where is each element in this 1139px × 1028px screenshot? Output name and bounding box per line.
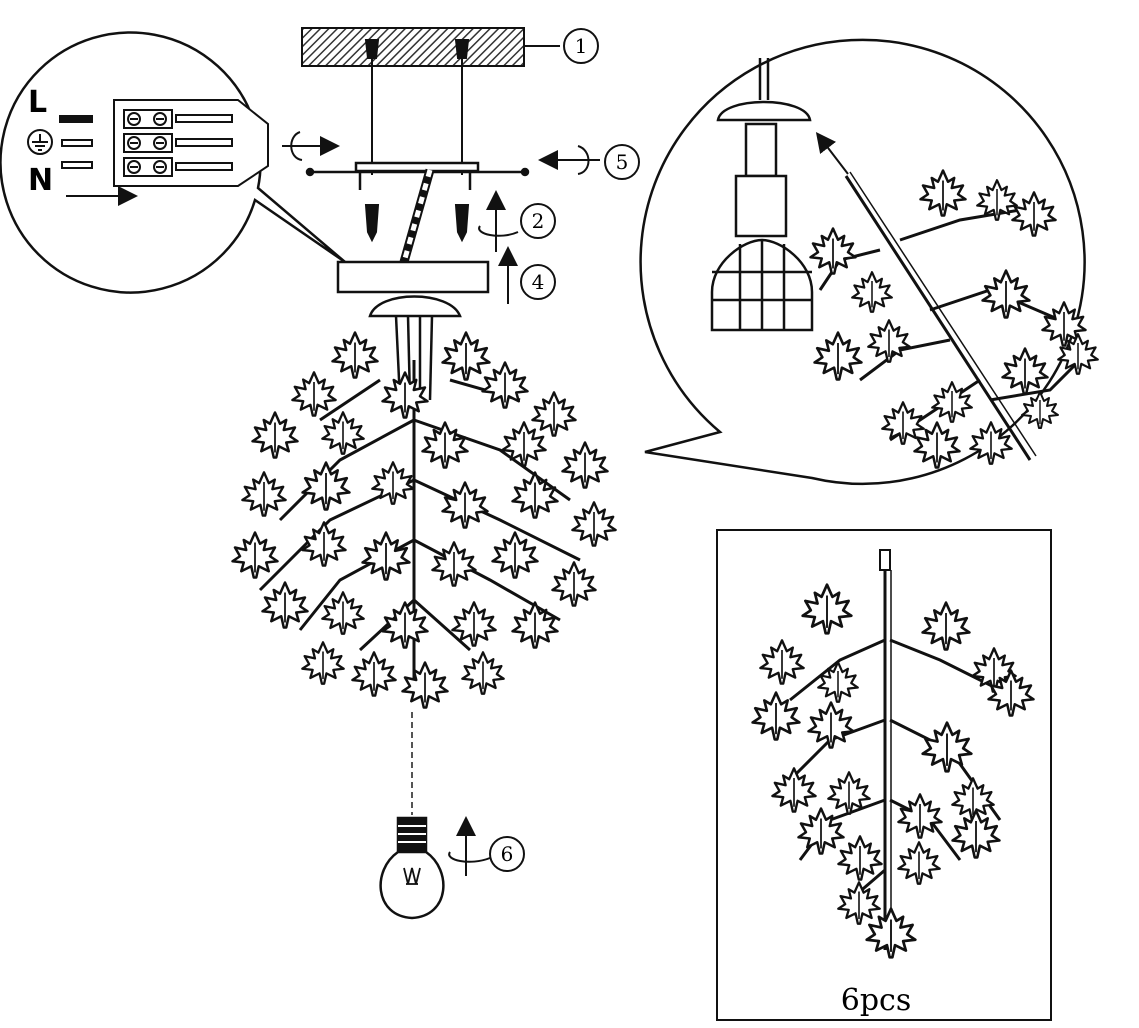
bracket-screws [364,204,470,243]
inset-caption: 6pcs [841,983,912,1018]
mounting-bracket [305,161,530,190]
power-cable [399,168,435,264]
svg-text:6: 6 [501,842,514,866]
branch-inset-panel: 6pcs [716,529,1052,1021]
rotate-arrow-step5 [538,145,600,175]
rotate-arrow-step2 [478,190,519,252]
step-badge-6: 6 [489,836,525,872]
terminal-block [113,99,269,187]
step-badge-2: 2 [520,203,556,239]
assembled-leaf-chandelier [231,331,617,709]
anchor-screws [364,39,470,175]
step-badge-1: 1 [563,28,599,64]
single-branch [788,549,1002,950]
rotate-arrow-left [282,131,340,161]
canopy-dome [368,295,462,401]
svg-text:2: 2 [532,209,545,233]
light-bulb-icon [379,816,445,920]
wire-stubs [59,115,93,169]
step-badge-5: 5 [604,144,640,180]
rotate-arrow-step6 [448,816,491,876]
neutral-label: N [28,163,53,198]
ground-symbol-icon [27,129,53,155]
lamp-holder-detail [710,58,814,332]
svg-text:5: 5 [616,150,629,174]
ceiling-plate [301,27,525,67]
svg-text:4: 4 [532,270,545,294]
step-badge-4: 4 [520,264,556,300]
live-label: L [28,85,47,120]
detail-callout [639,38,1099,486]
wiring-callout: L N [0,31,346,294]
canopy-plate [336,260,490,294]
branch-insert-arrow [815,132,849,175]
svg-text:1: 1 [575,34,588,58]
